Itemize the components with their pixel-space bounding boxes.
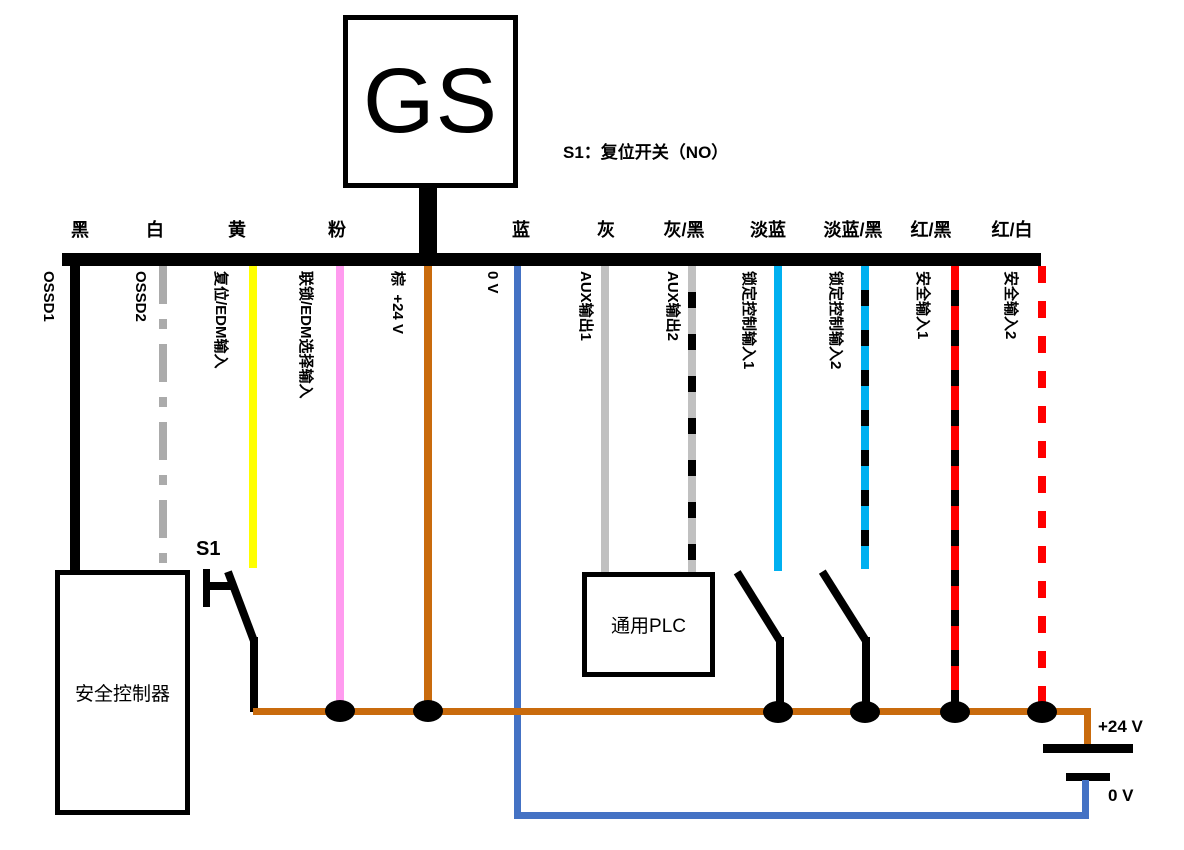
signal-label-lock2: 锁定控制输入2 [827,271,844,370]
plc-box: 通用PLC [582,572,715,677]
wire-white-ossd2 [159,266,167,566]
s1-switch-blade [224,570,258,643]
bus-label-lightblue-black: 淡蓝/黑 [823,220,883,240]
signal-label-brown-24v: 棕 +24 V [389,271,406,334]
wire-black-ossd1 [70,266,80,570]
gs-device-label: GS [363,50,498,152]
bus-label-gray-black: 灰/黑 [663,220,705,240]
reset-switch-note: S1：复位开关（NO） [563,143,729,162]
battery-zero-label: 0 V [1108,786,1134,805]
lock1-switch-blade [733,570,784,644]
rail-24v-drop [1084,708,1091,749]
wire-gray-aux1 [601,266,609,572]
battery-negative-plate [1066,773,1110,781]
cable-bus [62,253,1041,266]
gs-cable-stem [419,185,437,266]
signal-label-aux2: AUX输出2 [664,271,681,342]
signal-label-aux1: AUX输出1 [577,271,594,342]
lock2-switch-blade [818,569,870,644]
safety-controller-label: 安全控制器 [74,684,170,705]
junction-dot-brown [413,700,443,722]
signal-label-ossd1: OSSD1 [40,271,57,322]
bus-label-white: 白 [146,220,164,240]
wire-lightblue-black-lock2 [861,266,869,569]
wire-blue-0v [514,266,521,819]
safety-controller-box: 安全控制器 [55,570,190,815]
junction-dot-safety1 [940,701,970,723]
signal-label-ossd2: OSSD2 [132,271,149,322]
signal-label-interlock: 联锁/EDM选择输入 [297,271,314,399]
wire-brown-24v [424,266,432,712]
bus-label-red-black: 红/黑 [910,220,952,240]
wire-red-white-safety2 [1038,266,1046,704]
signal-label-safety1: 安全输入1 [914,271,931,340]
s1-switch-leg [250,637,258,712]
junction-dot-safety2 [1027,701,1057,723]
wire-lightblue-lock1 [774,266,782,571]
bus-label-pink: 粉 [328,220,346,240]
wire-red-black-safety1 [951,266,959,704]
junction-dot-lock1 [763,701,793,723]
wire-pink-interlock [336,266,344,712]
bus-label-red-white: 红/白 [991,220,1033,240]
wire-gray-black-aux2 [688,266,696,572]
bus-label-gray: 灰 [597,220,615,240]
s1-switch-label: S1 [196,538,221,560]
rail-24v-horizontal [253,708,1091,715]
junction-dot-lock2 [850,701,880,723]
signal-label-reset: 复位/EDM输入 [212,271,229,369]
rail-0v-horizontal [514,812,1089,819]
s1-contact-bar [203,582,232,590]
signal-label-safety2: 安全输入2 [1002,271,1019,340]
bus-label-lightblue: 淡蓝 [750,220,786,240]
wire-yellow-reset [249,266,257,568]
signal-label-0v: 0 V [484,271,501,294]
junction-dot-pink [325,700,355,722]
lock1-switch-leg [776,637,784,712]
rail-0v-battery-drop [1082,780,1089,819]
bus-label-black: 黑 [71,220,89,240]
bus-label-blue: 蓝 [512,220,530,240]
plc-label: 通用PLC [611,616,686,637]
signal-label-lock1: 锁定控制输入1 [740,271,757,370]
battery-positive-plate [1043,744,1133,753]
gs-device-box: GS [343,15,518,188]
battery-plus-label: +24 V [1098,717,1143,736]
lock2-switch-leg [862,637,870,712]
bus-label-yellow: 黄 [228,220,246,240]
